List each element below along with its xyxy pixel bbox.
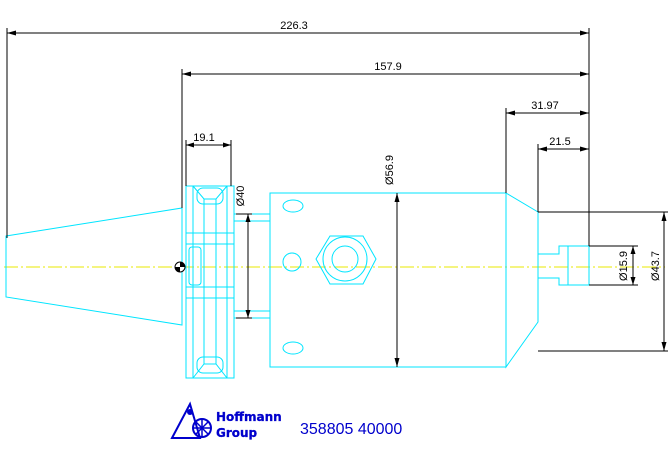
part-number: 358805 40000 — [300, 421, 402, 438]
dim-flange-diameter: Ø40 — [235, 186, 247, 207]
dim-nose-diameter: Ø43.7 — [650, 251, 662, 281]
dim-shank-length: 21.5 — [549, 136, 570, 148]
hoffmann-group-logo: Hoffmann Group — [170, 401, 282, 440]
dim-total-length: 226.3 — [280, 20, 308, 32]
dim-tip-length: 31.97 — [531, 100, 559, 112]
shank-stub — [537, 245, 590, 286]
hoffmann-group-logo-icon — [170, 401, 212, 439]
dim-body-length: 157.9 — [374, 61, 402, 73]
dim-flange-width: 19.1 — [193, 132, 214, 144]
clamp-screw — [315, 235, 377, 285]
dim-shank-diameter: Ø15.9 — [618, 251, 630, 281]
logo-line-1: Hoffmann — [216, 410, 282, 424]
nose-cone — [505, 192, 539, 369]
dimensions — [6, 28, 668, 367]
dim-body-diameter: Ø56.9 — [384, 155, 396, 185]
dimension-arrows — [7, 30, 667, 367]
tool-outline — [5, 185, 590, 379]
neck — [233, 213, 271, 319]
body — [269, 192, 507, 368]
logo-line-2: Group — [216, 426, 258, 440]
center-marker-icon — [174, 261, 186, 273]
